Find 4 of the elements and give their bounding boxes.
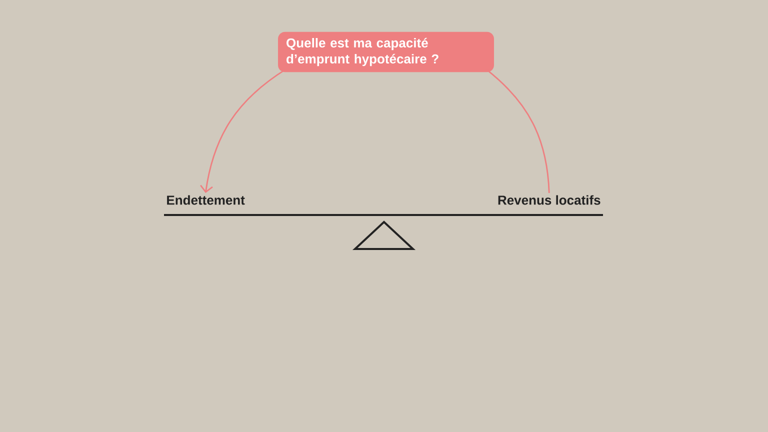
scale-label: Endettement (167, 195, 245, 205)
scale-label: Revenus locatifs (498, 195, 600, 205)
arrow (200, 68, 286, 194)
speech-bubble: Quelle est ma capacité d’emprunt hypotécaire ? (278, 32, 494, 72)
